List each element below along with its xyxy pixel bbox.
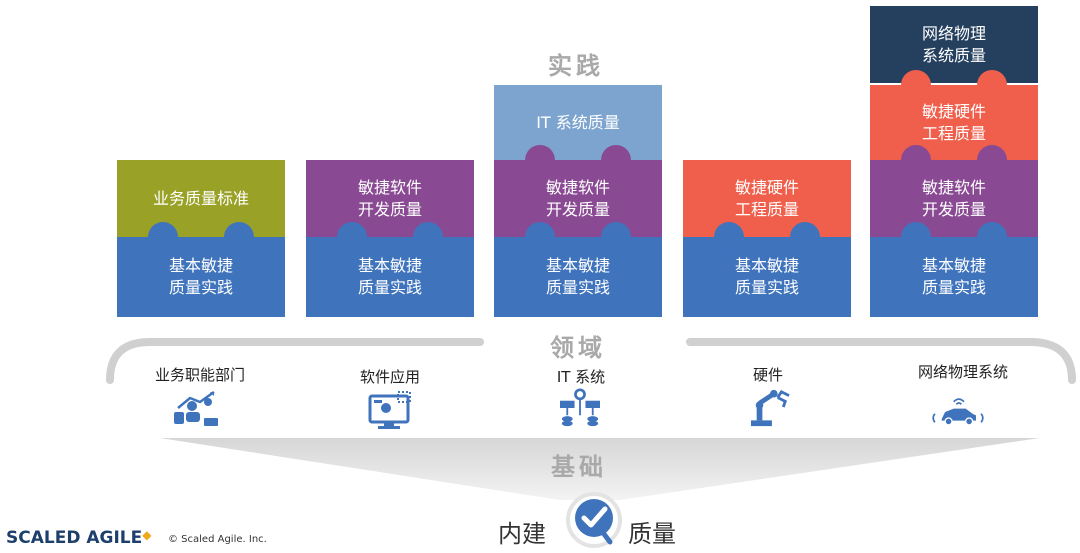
column-3-base-block: 基本敏捷 质量实践 xyxy=(683,237,851,317)
column-4-middle-knob xyxy=(977,145,1007,175)
column-3-middle-block: 敏捷硬件 工程质量 xyxy=(683,160,851,237)
column-2-middle-knob xyxy=(601,145,631,175)
section-label-domain: 领域 xyxy=(544,328,612,363)
column-0-base-knob xyxy=(148,222,178,252)
domain-label-hardware: 硬件 xyxy=(752,366,783,384)
column-1-base-block: 基本敏捷 质量实践 xyxy=(306,237,474,317)
column-4-top2-block: 网络物理 系统质量 xyxy=(870,6,1038,83)
column-0-middle-block: 业务质量标准 xyxy=(117,160,285,237)
business-icon xyxy=(174,390,218,426)
section-label-practice: 实践 xyxy=(542,46,610,81)
column-2-middle-block: 敏捷软件 开发质量 xyxy=(494,160,662,237)
bottom-label-left: 内建 xyxy=(498,520,546,548)
connected-car-icon xyxy=(932,398,984,426)
column-1-base-knob xyxy=(413,222,443,252)
column-2-base-knob xyxy=(525,222,555,252)
column-4-top-block: 敏捷硬件 工程质量 xyxy=(870,85,1038,160)
domain-label-it: IT 系统 xyxy=(556,368,606,386)
section-label-foundation: 基础 xyxy=(551,453,607,481)
column-4-middle-knob xyxy=(901,145,931,175)
column-4-middle-block: 敏捷软件 开发质量 xyxy=(870,160,1038,237)
column-3-base-knob xyxy=(714,222,744,252)
column-4-top-knob xyxy=(901,70,931,100)
column-2-base-block: 基本敏捷 质量实践 xyxy=(494,237,662,317)
column-2-base-knob xyxy=(601,222,631,252)
column-4-base-knob xyxy=(977,222,1007,252)
column-4-top-knob xyxy=(977,70,1007,100)
column-1-base-knob xyxy=(337,222,367,252)
column-0-base-knob xyxy=(224,222,254,252)
brand-logo: SCALED AGILE◆ xyxy=(6,528,152,548)
software-app-icon xyxy=(368,391,411,429)
domain-label-software: 软件应用 xyxy=(359,368,420,386)
domain-label-business: 业务职能部门 xyxy=(154,366,245,384)
domain-label-cps: 网络物理系统 xyxy=(917,363,1008,381)
copyright-text: © Scaled Agile. Inc. xyxy=(168,534,267,545)
it-system-icon xyxy=(560,388,600,427)
foundation-funnel xyxy=(160,438,1040,500)
quality-check-icon xyxy=(566,492,622,548)
brand-mark-icon: ◆ xyxy=(142,528,152,542)
bottom-label-right: 质量 xyxy=(628,520,676,548)
robot-arm-icon xyxy=(750,389,790,427)
column-4-base-knob xyxy=(901,222,931,252)
column-4-base-block: 基本敏捷 质量实践 xyxy=(870,237,1038,317)
domain-arc xyxy=(106,338,1076,384)
column-2-middle-knob xyxy=(525,145,555,175)
column-0-base-block: 基本敏捷 质量实践 xyxy=(117,237,285,317)
column-1-middle-block: 敏捷软件 开发质量 xyxy=(306,160,474,237)
column-3-base-knob xyxy=(790,222,820,252)
column-2-top-block: IT 系统质量 xyxy=(494,85,662,160)
